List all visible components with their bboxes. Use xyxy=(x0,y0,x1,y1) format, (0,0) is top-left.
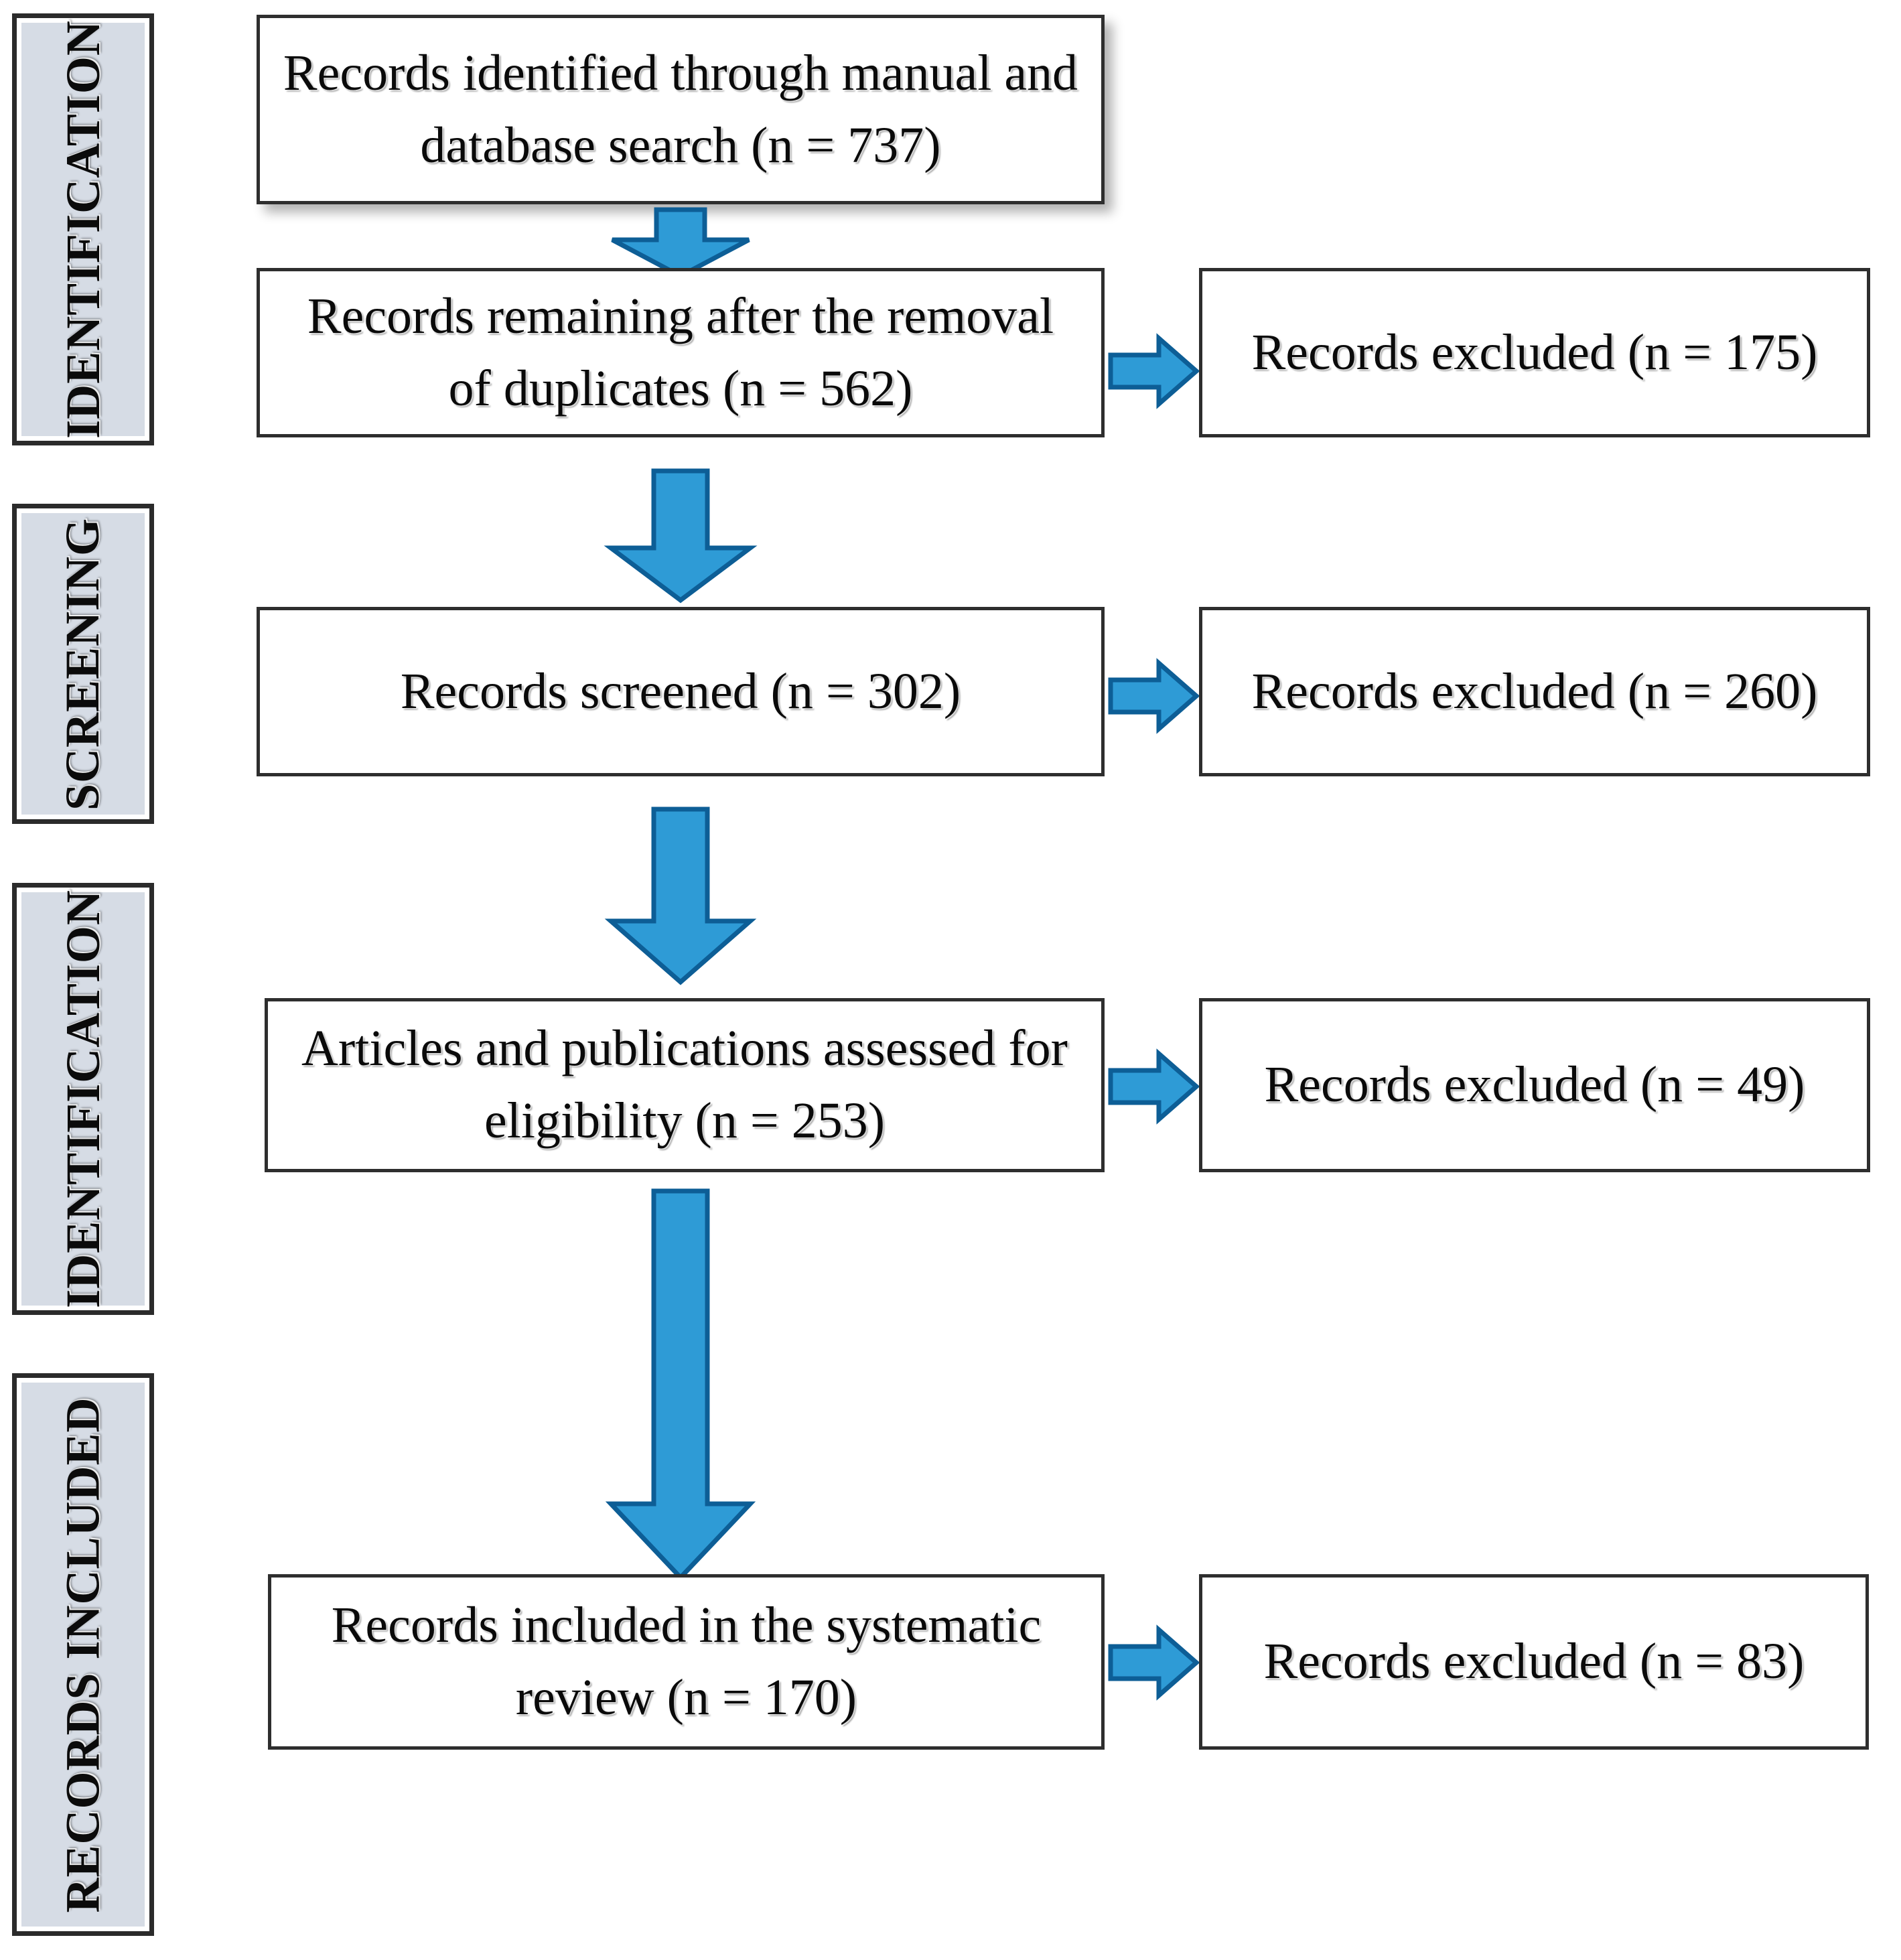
box-records-screened-text: Records screened (n = 302) xyxy=(400,662,961,719)
arrow-right-eligibility-excluded xyxy=(1108,1048,1200,1125)
arrow-down-screened-to-eligibility xyxy=(604,807,757,985)
box-records-identified-text: Records identified through manual and da… xyxy=(283,44,1078,173)
box-articles-eligibility: Articles and publications assessed for e… xyxy=(265,998,1105,1172)
box-excluded-duplicates-text: Records excluded (n = 175) xyxy=(1251,324,1818,380)
arrow-down-duplicates-to-screened xyxy=(604,468,758,604)
box-excluded-duplicates: Records excluded (n = 175) xyxy=(1199,268,1870,437)
box-excluded-included-text: Records excluded (n = 83) xyxy=(1263,1633,1805,1690)
stage-label-identification-2: IDENTIFICATION xyxy=(12,883,154,1315)
box-records-after-duplicates: Records remaining after the removal of d… xyxy=(257,268,1105,437)
arrow-right-screened-excluded xyxy=(1108,658,1200,734)
stage-label-identification-1: IDENTIFICATION xyxy=(12,13,154,445)
box-excluded-screened-text: Records excluded (n = 260) xyxy=(1251,662,1818,719)
box-articles-eligibility-text: Articles and publications assessed for e… xyxy=(301,1020,1068,1149)
stage-label-text: RECORDS INCLUDED xyxy=(56,1396,110,1913)
arrow-right-included-excluded xyxy=(1108,1624,1200,1701)
box-excluded-included: Records excluded (n = 83) xyxy=(1199,1574,1869,1750)
box-records-screened: Records screened (n = 302) xyxy=(257,607,1105,776)
box-records-after-duplicates-text: Records remaining after the removal of d… xyxy=(307,287,1054,417)
box-excluded-eligibility-text: Records excluded (n = 49) xyxy=(1264,1056,1805,1113)
box-records-included-text: Records included in the systematic revie… xyxy=(331,1597,1042,1726)
box-excluded-screened: Records excluded (n = 260) xyxy=(1199,607,1870,776)
arrow-right-duplicates-excluded xyxy=(1108,333,1200,409)
box-excluded-eligibility: Records excluded (n = 49) xyxy=(1199,998,1870,1172)
stage-label-screening: SCREENING xyxy=(12,504,154,824)
stage-label-records-included: RECORDS INCLUDED xyxy=(12,1373,154,1936)
box-records-identified: Records identified through manual and da… xyxy=(257,15,1105,204)
stage-label-text: SCREENING xyxy=(56,517,110,811)
arrow-down-eligibility-to-included xyxy=(604,1188,757,1582)
stage-label-text: IDENTIFICATION xyxy=(56,20,110,439)
stage-label-text: IDENTIFICATION xyxy=(56,890,110,1308)
arrow-down-identified-to-duplicates xyxy=(604,207,757,279)
box-records-included: Records included in the systematic revie… xyxy=(268,1574,1105,1750)
